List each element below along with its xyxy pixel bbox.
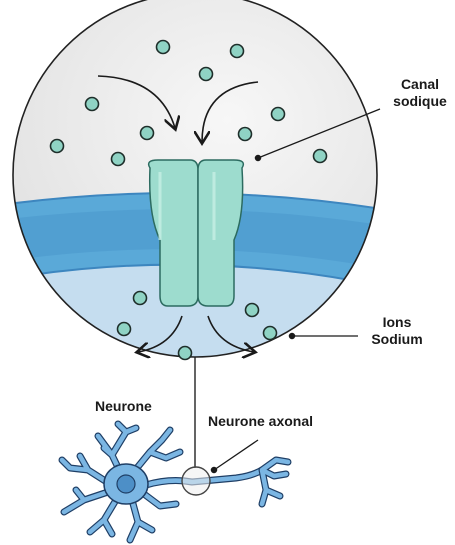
leader-axonal-neuron	[214, 440, 258, 470]
ion	[239, 128, 252, 141]
ion	[134, 292, 147, 305]
axon-terminals	[262, 460, 288, 504]
label-sodium-channel-line2: sodique	[388, 93, 452, 110]
leader-dot-channel	[255, 155, 260, 160]
ion	[179, 347, 192, 360]
ion	[231, 45, 244, 58]
label-sodium-channel: Canal sodique	[388, 76, 452, 110]
sodium-channel-protein	[149, 160, 244, 306]
label-sodium-ions: Ions Sodium	[362, 314, 432, 348]
label-sodium-channel-line1: Canal	[388, 76, 452, 93]
ion	[200, 68, 213, 81]
ion	[141, 127, 154, 140]
ion	[118, 323, 131, 336]
ion	[112, 153, 125, 166]
label-neuron: Neurone	[95, 398, 152, 415]
neuron-illustration	[62, 424, 288, 540]
ion	[86, 98, 99, 111]
ion	[272, 108, 285, 121]
leader-dot-axon	[211, 467, 216, 472]
label-sodium-ions-line2: Sodium	[362, 331, 432, 348]
ion	[51, 140, 64, 153]
nucleus	[117, 475, 135, 493]
label-sodium-ions-line1: Ions	[362, 314, 432, 331]
label-axonal-neuron: Neurone axonal	[208, 413, 313, 430]
ion	[314, 150, 327, 163]
ion	[246, 304, 259, 317]
ion	[157, 41, 170, 54]
leader-dot-ions	[289, 333, 294, 338]
ion	[264, 327, 277, 340]
zoom-point-circle	[182, 467, 210, 495]
